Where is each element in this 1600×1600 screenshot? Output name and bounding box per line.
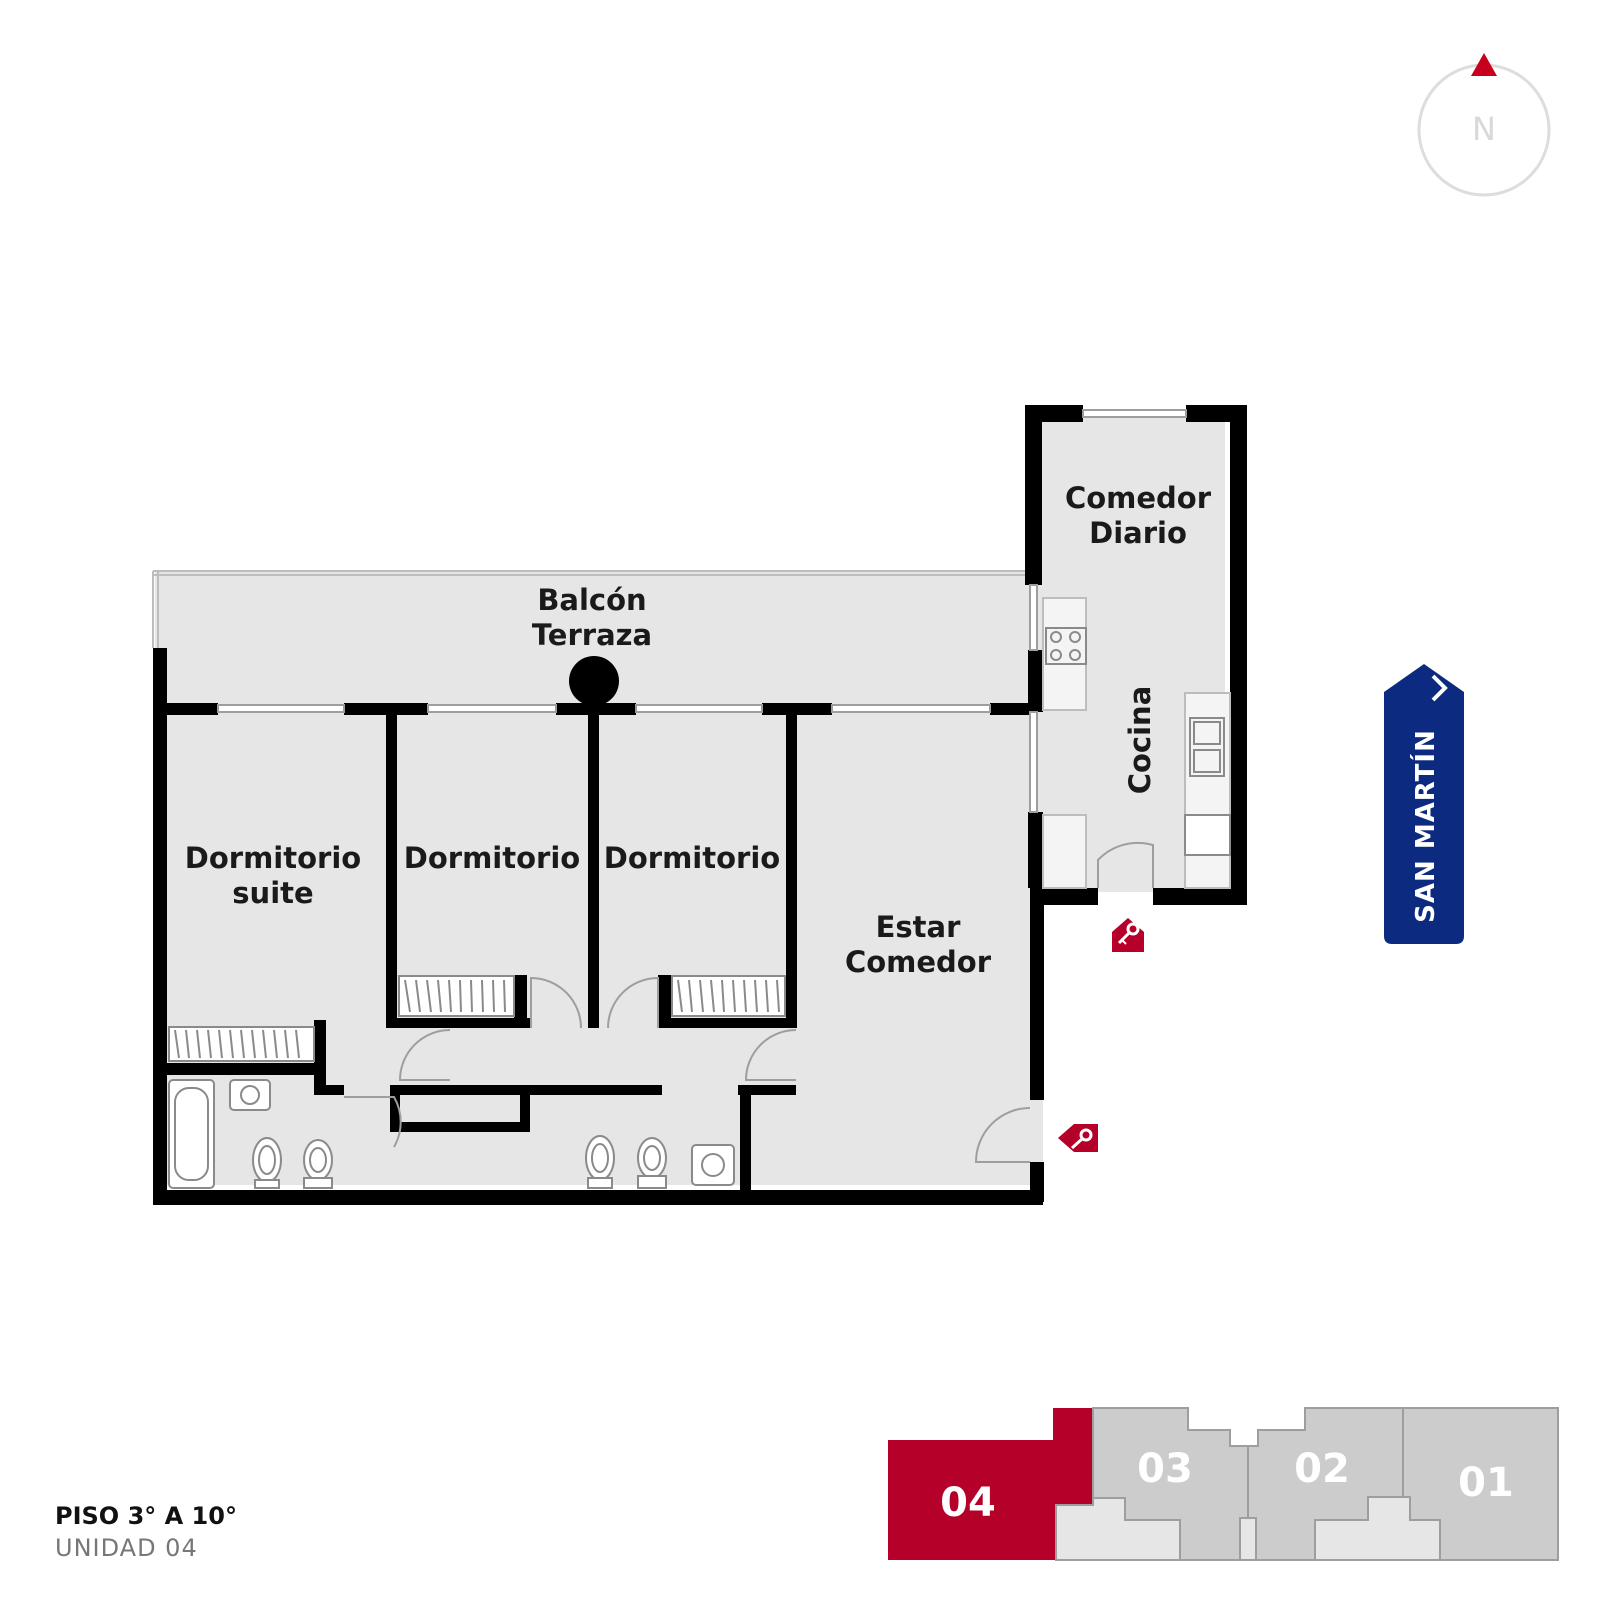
stove-icon <box>1045 627 1087 665</box>
key-plan-label-01: 01 <box>1458 1460 1514 1506</box>
apartment-floor <box>163 705 1043 1185</box>
label-balcon-line1: Balcón <box>537 583 646 617</box>
compass-icon: N <box>1417 53 1551 197</box>
key-plan-label-02: 02 <box>1294 1446 1350 1492</box>
label-dormitorio-suite-line1: Dormitorio <box>185 841 361 875</box>
label-dormitorio-suite-line2: suite <box>232 876 313 910</box>
key-plan-label-03: 03 <box>1137 1446 1193 1492</box>
bidet-icon <box>252 1137 282 1189</box>
key-entrance-icon <box>1058 1124 1098 1152</box>
kitchen-counter-bottom <box>1042 814 1087 889</box>
closet-icon <box>168 975 786 1062</box>
street-sign: SAN MARTÍN <box>1384 664 1464 944</box>
unit-title: UNIDAD 04 <box>55 1534 198 1562</box>
walls <box>153 405 1247 1205</box>
label-balcon-line2: Terraza <box>532 618 652 652</box>
label-comedor-diario-line1: Comedor <box>1065 481 1212 515</box>
fridge <box>1184 814 1231 856</box>
room-fills <box>155 412 1225 1185</box>
label-estar-comedor-line1: Estar <box>876 910 962 944</box>
balcony-rail <box>152 570 1025 648</box>
kitchen-fixtures <box>1042 597 1231 889</box>
bathroom-fixtures <box>168 1079 735 1189</box>
label-cocina: Cocina <box>1123 686 1157 795</box>
floor-info: PISO 3° A 10° UNIDAD 04 <box>55 1500 237 1564</box>
label-dormitorio-2: Dormitorio <box>404 841 580 875</box>
label-estar-comedor-line2: Comedor <box>845 945 992 979</box>
compass-label: N <box>1472 110 1496 148</box>
key-plan-unit-04[interactable] <box>888 1408 1093 1560</box>
toilet-icon <box>637 1137 667 1189</box>
label-dormitorio-3: Dormitorio <box>604 841 780 875</box>
key-entrance-icon <box>1112 918 1144 952</box>
doors <box>344 841 1154 1163</box>
street-name: SAN MARTÍN <box>1409 729 1441 923</box>
label-comedor-diario-line2: Diario <box>1089 516 1187 550</box>
toilet-icon <box>303 1139 333 1189</box>
room-labels: Balcón Terraza Comedor Diario Cocina Dor… <box>185 481 1212 979</box>
key-plan-common-areas <box>1055 1496 1441 1561</box>
key-plan: 04 03 02 01 <box>888 1407 1559 1561</box>
street-arrow-icon <box>1431 674 1448 702</box>
floor-title: PISO 3° A 10° <box>55 1502 237 1530</box>
sink-icon <box>1189 717 1225 777</box>
bidet-icon <box>585 1135 615 1189</box>
key-plan-label-04: 04 <box>940 1480 996 1526</box>
windows <box>217 409 1187 813</box>
